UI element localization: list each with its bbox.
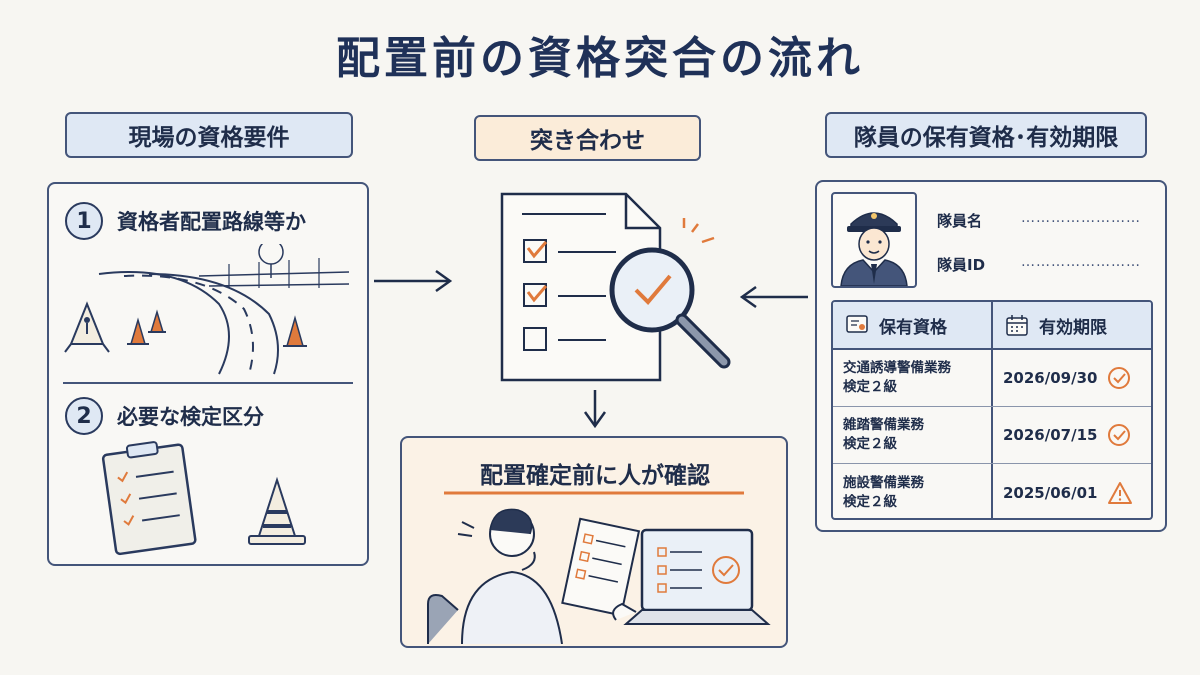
requirement-2: 2 必要な検定区分	[65, 397, 264, 435]
qualification-grade: 検定２級	[843, 379, 897, 395]
column-label: 有効期限	[1039, 317, 1107, 338]
qualification-name: 施設警備業務	[843, 474, 924, 491]
qualification-name: 雑踏警備業務	[843, 417, 924, 433]
warning-triangle-icon	[1108, 481, 1133, 504]
person-icon	[427, 508, 563, 644]
requirements-panel: 1 資格者配置路線等か 2 必要な	[47, 182, 369, 566]
header-site-requirements: 現場の資格要件	[65, 112, 353, 158]
check-circle-icon	[1108, 424, 1131, 446]
arrow-right-icon	[374, 269, 453, 293]
qualification-cell: 雑踏警備業務 検定２級	[833, 407, 993, 463]
clipboard-cone-illustration	[101, 441, 306, 556]
qualification-cell: 施設警備業務 検定２級	[833, 464, 993, 518]
qualifications-table: 保有資格 有効期限 交通誘導警備業務 検定２級 2026/09/	[831, 300, 1153, 520]
qualification-grade: 検定２級	[843, 436, 897, 452]
table-row: 交通誘導警備業務 検定２級 2026/09/30	[833, 350, 1151, 407]
guard-avatar-icon	[840, 212, 908, 287]
guard-photo	[831, 192, 917, 288]
certificate-icon	[846, 315, 868, 333]
qualification-cell: 交通誘導警備業務 検定２級	[833, 350, 993, 406]
header-guard-qualifications: 隊員の保有資格･有効期限	[825, 112, 1147, 158]
arrow-down-icon	[583, 390, 607, 428]
qualification-name: 交通誘導警備業務	[843, 360, 951, 376]
guard-name-value: ……………………	[1021, 210, 1141, 226]
confirmation-title: 配置確定前に人が確認	[480, 463, 710, 489]
qualification-grade: 検定２級	[843, 493, 897, 510]
expiry-cell: 2026/09/30	[993, 350, 1151, 406]
expiry-cell: 2026/07/15	[993, 407, 1151, 463]
header-matching: 突き合わせ	[474, 115, 701, 161]
table-row: 雑踏警備業務 検定２級 2026/07/15	[833, 407, 1151, 464]
calendar-icon	[1006, 315, 1028, 336]
expiry-date: 2026/07/15	[1003, 426, 1098, 444]
table-row: 施設警備業務 検定２級 2025/06/01	[833, 464, 1151, 518]
expiry-date: 2026/09/30	[1003, 369, 1098, 387]
guard-panel: 隊員名 …………………… 隊員ID …………………… 保有資格	[815, 180, 1167, 532]
requirements-divider	[63, 382, 353, 384]
confirm-underline	[444, 491, 744, 495]
arrow-left-icon	[739, 285, 808, 309]
confirmation-panel: 配置確定前に人が確認	[400, 436, 788, 648]
requirement-number: 1	[65, 202, 103, 240]
table-header: 保有資格 有効期限	[833, 302, 1151, 350]
clipboard-icon	[101, 441, 197, 556]
laptop-icon	[612, 528, 771, 625]
expiry-date: 2025/06/01	[1003, 483, 1098, 502]
expiry-cell: 2025/06/01	[993, 464, 1151, 518]
check-circle-icon	[1108, 367, 1131, 389]
guard-name-label: 隊員名	[937, 212, 983, 230]
person-laptop-illustration	[427, 508, 771, 644]
traffic-cone-icon	[248, 476, 306, 545]
table-header-expiry: 有効期限	[993, 302, 1151, 348]
requirement-text: 必要な検定区分	[117, 405, 264, 429]
column-label: 保有資格	[879, 317, 947, 338]
document-magnifier-icon	[500, 192, 731, 382]
requirement-text: 資格者配置路線等か	[117, 210, 306, 234]
traffic-cone-icon	[127, 309, 307, 347]
construction-sign-icon	[64, 301, 110, 353]
table-header-qualification: 保有資格	[833, 302, 993, 348]
page-title: 配置前の資格突合の流れ	[336, 33, 864, 84]
guard-id-label: 隊員ID	[937, 256, 986, 274]
requirement-1: 1 資格者配置路線等か	[65, 202, 306, 240]
road-illustration	[64, 244, 350, 375]
guard-id-value: ……………………	[1021, 254, 1141, 270]
requirement-number: 2	[65, 397, 103, 435]
paper-icon	[561, 517, 641, 617]
